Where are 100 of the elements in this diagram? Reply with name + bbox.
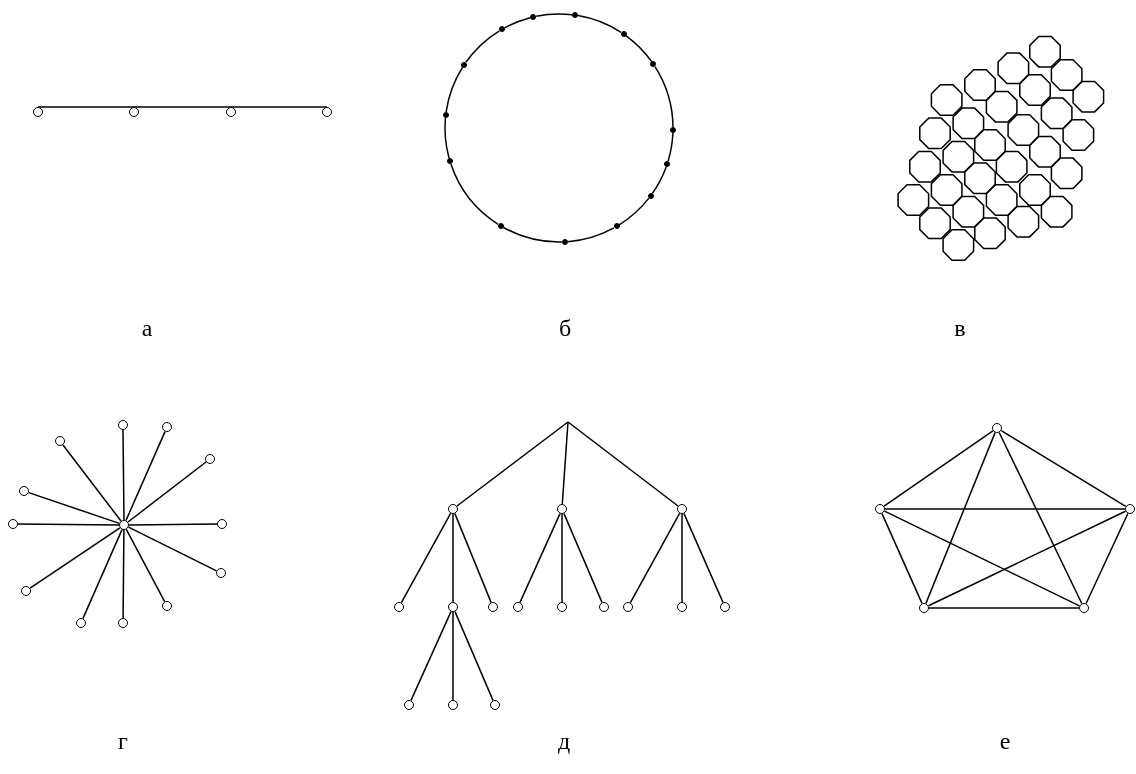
- network-node-circle: [875, 504, 885, 514]
- connector-line: [122, 429, 125, 521]
- connector-line: [125, 528, 166, 603]
- network-node-circle: [1125, 504, 1135, 514]
- panel-letter: в: [954, 314, 966, 342]
- network-node-circle: [119, 520, 129, 530]
- connector-line: [998, 431, 1083, 605]
- ring-station-dot: [446, 158, 453, 165]
- connector-line: [654, 65, 674, 128]
- connector-line: [17, 523, 120, 526]
- panel-letter: б: [558, 314, 572, 342]
- network-node-circle: [448, 504, 458, 514]
- network-node-circle: [162, 422, 172, 432]
- connector-line: [27, 491, 121, 525]
- connector-line: [502, 226, 563, 243]
- connector-line: [230, 106, 328, 108]
- network-node-circle: [322, 107, 332, 117]
- connector-line: [29, 527, 121, 589]
- connector-line: [444, 117, 450, 160]
- connector-line: [883, 510, 1081, 607]
- connector-line: [127, 461, 207, 523]
- network-node-circle: [490, 700, 500, 710]
- ring-station-dot: [499, 26, 505, 33]
- connector-line: [1000, 429, 1127, 508]
- connector-line: [452, 611, 454, 701]
- network-node-circle: [919, 603, 929, 613]
- connector-line: [884, 508, 1126, 510]
- network-node-circle: [8, 519, 18, 529]
- connector-line: [535, 13, 573, 18]
- connector-line: [410, 610, 452, 702]
- connector-line: [1085, 512, 1129, 605]
- network-node-circle: [488, 602, 498, 612]
- connector-line: [122, 529, 125, 619]
- network-node-circle: [118, 618, 128, 628]
- ring-station-dot: [461, 61, 468, 68]
- ring-station-dot: [664, 161, 671, 168]
- network-node-circle: [623, 602, 633, 612]
- ring-station-dot: [613, 223, 620, 230]
- connector-line: [127, 526, 218, 572]
- network-node-circle: [19, 486, 29, 496]
- connector-line: [629, 512, 681, 604]
- network-node-circle: [557, 602, 567, 612]
- network-node-circle: [394, 602, 404, 612]
- connector-line: [128, 523, 218, 526]
- connector-line: [928, 607, 1080, 609]
- connector-line: [454, 512, 492, 604]
- connector-line: [456, 421, 569, 507]
- ring-station-dot: [650, 61, 657, 68]
- panel-letter: е: [999, 727, 1011, 755]
- ring-station-dot: [561, 238, 568, 245]
- connector-line: [125, 430, 166, 522]
- network-node-circle: [677, 504, 687, 514]
- network-node-circle: [448, 700, 458, 710]
- connector-line: [519, 512, 561, 604]
- connector-line: [133, 106, 232, 108]
- network-node-circle: [21, 586, 31, 596]
- ring-station-dot: [647, 192, 654, 199]
- connector-line: [625, 35, 653, 63]
- connector-line: [567, 227, 615, 243]
- connector-line: [883, 430, 994, 507]
- connector-line: [651, 166, 667, 195]
- network-node-circle: [992, 423, 1002, 433]
- network-node-circle: [448, 602, 458, 612]
- network-node-circle: [76, 618, 86, 628]
- connector-line: [683, 512, 724, 604]
- ring-station-dot: [620, 31, 627, 38]
- connector-line: [450, 163, 499, 226]
- connector-line: [561, 513, 563, 603]
- connector-line: [452, 513, 454, 603]
- connector-line: [82, 528, 123, 620]
- network-node-circle: [118, 420, 128, 430]
- connector-line: [37, 106, 135, 108]
- connector-line: [925, 431, 996, 605]
- network-node-circle: [55, 436, 65, 446]
- connector-line: [667, 132, 674, 162]
- connector-line: [62, 444, 122, 522]
- connector-line: [400, 512, 452, 604]
- connector-line: [465, 30, 501, 64]
- network-node-circle: [1079, 603, 1089, 613]
- connector-line: [563, 512, 603, 604]
- network-node-circle: [720, 602, 730, 612]
- network-node-circle: [162, 601, 172, 611]
- ring-station-dot: [669, 127, 676, 133]
- ring-station-dot: [572, 12, 579, 19]
- ring-station-dot: [442, 112, 449, 119]
- connector-line: [927, 510, 1127, 607]
- network-node-circle: [205, 454, 215, 464]
- network-node-circle: [599, 602, 609, 612]
- network-node-circle: [557, 504, 567, 514]
- panel-letter: д: [557, 727, 571, 755]
- connector-line: [881, 512, 923, 605]
- connector-line: [503, 16, 532, 29]
- network-node-circle: [513, 602, 523, 612]
- connector-line: [618, 197, 650, 226]
- connector-line: [561, 421, 569, 505]
- connector-line: [567, 421, 679, 507]
- panel-letter: г: [118, 727, 128, 755]
- connector-line: [577, 14, 622, 34]
- network-node-circle: [217, 519, 227, 529]
- network-node-circle: [33, 107, 43, 117]
